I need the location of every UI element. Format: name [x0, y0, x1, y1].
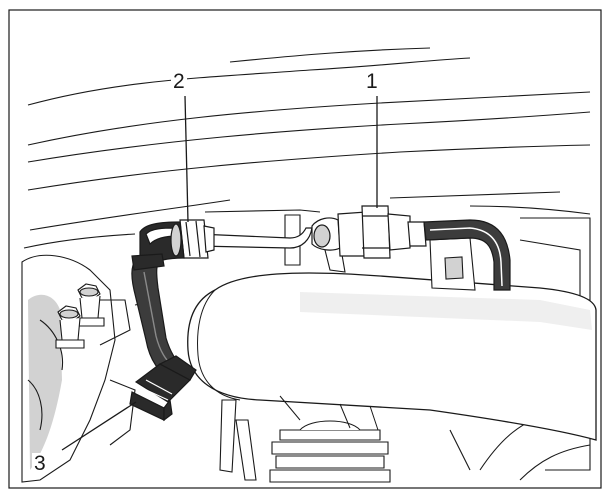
leader-line-3: [61, 401, 137, 451]
fuel-hose-right: [423, 219, 511, 291]
callout-1: 1: [364, 70, 380, 93]
background-body-contours: [23, 47, 591, 249]
bellows-boot: [269, 420, 391, 483]
leader-lines: [61, 95, 378, 451]
quick-connector-1: [311, 205, 427, 259]
lower-pipe: [219, 399, 257, 481]
intake-cylinder: [187, 272, 597, 441]
hose-clamp-3: [129, 355, 197, 422]
bolt-upper: [77, 283, 105, 327]
leader-line-2: [184, 95, 189, 223]
callout-2: 2: [171, 70, 187, 93]
quick-connector-2: [139, 219, 215, 267]
bolt-lower: [55, 305, 85, 349]
callout-3: 3: [32, 452, 48, 475]
bracket-right: [284, 214, 476, 291]
